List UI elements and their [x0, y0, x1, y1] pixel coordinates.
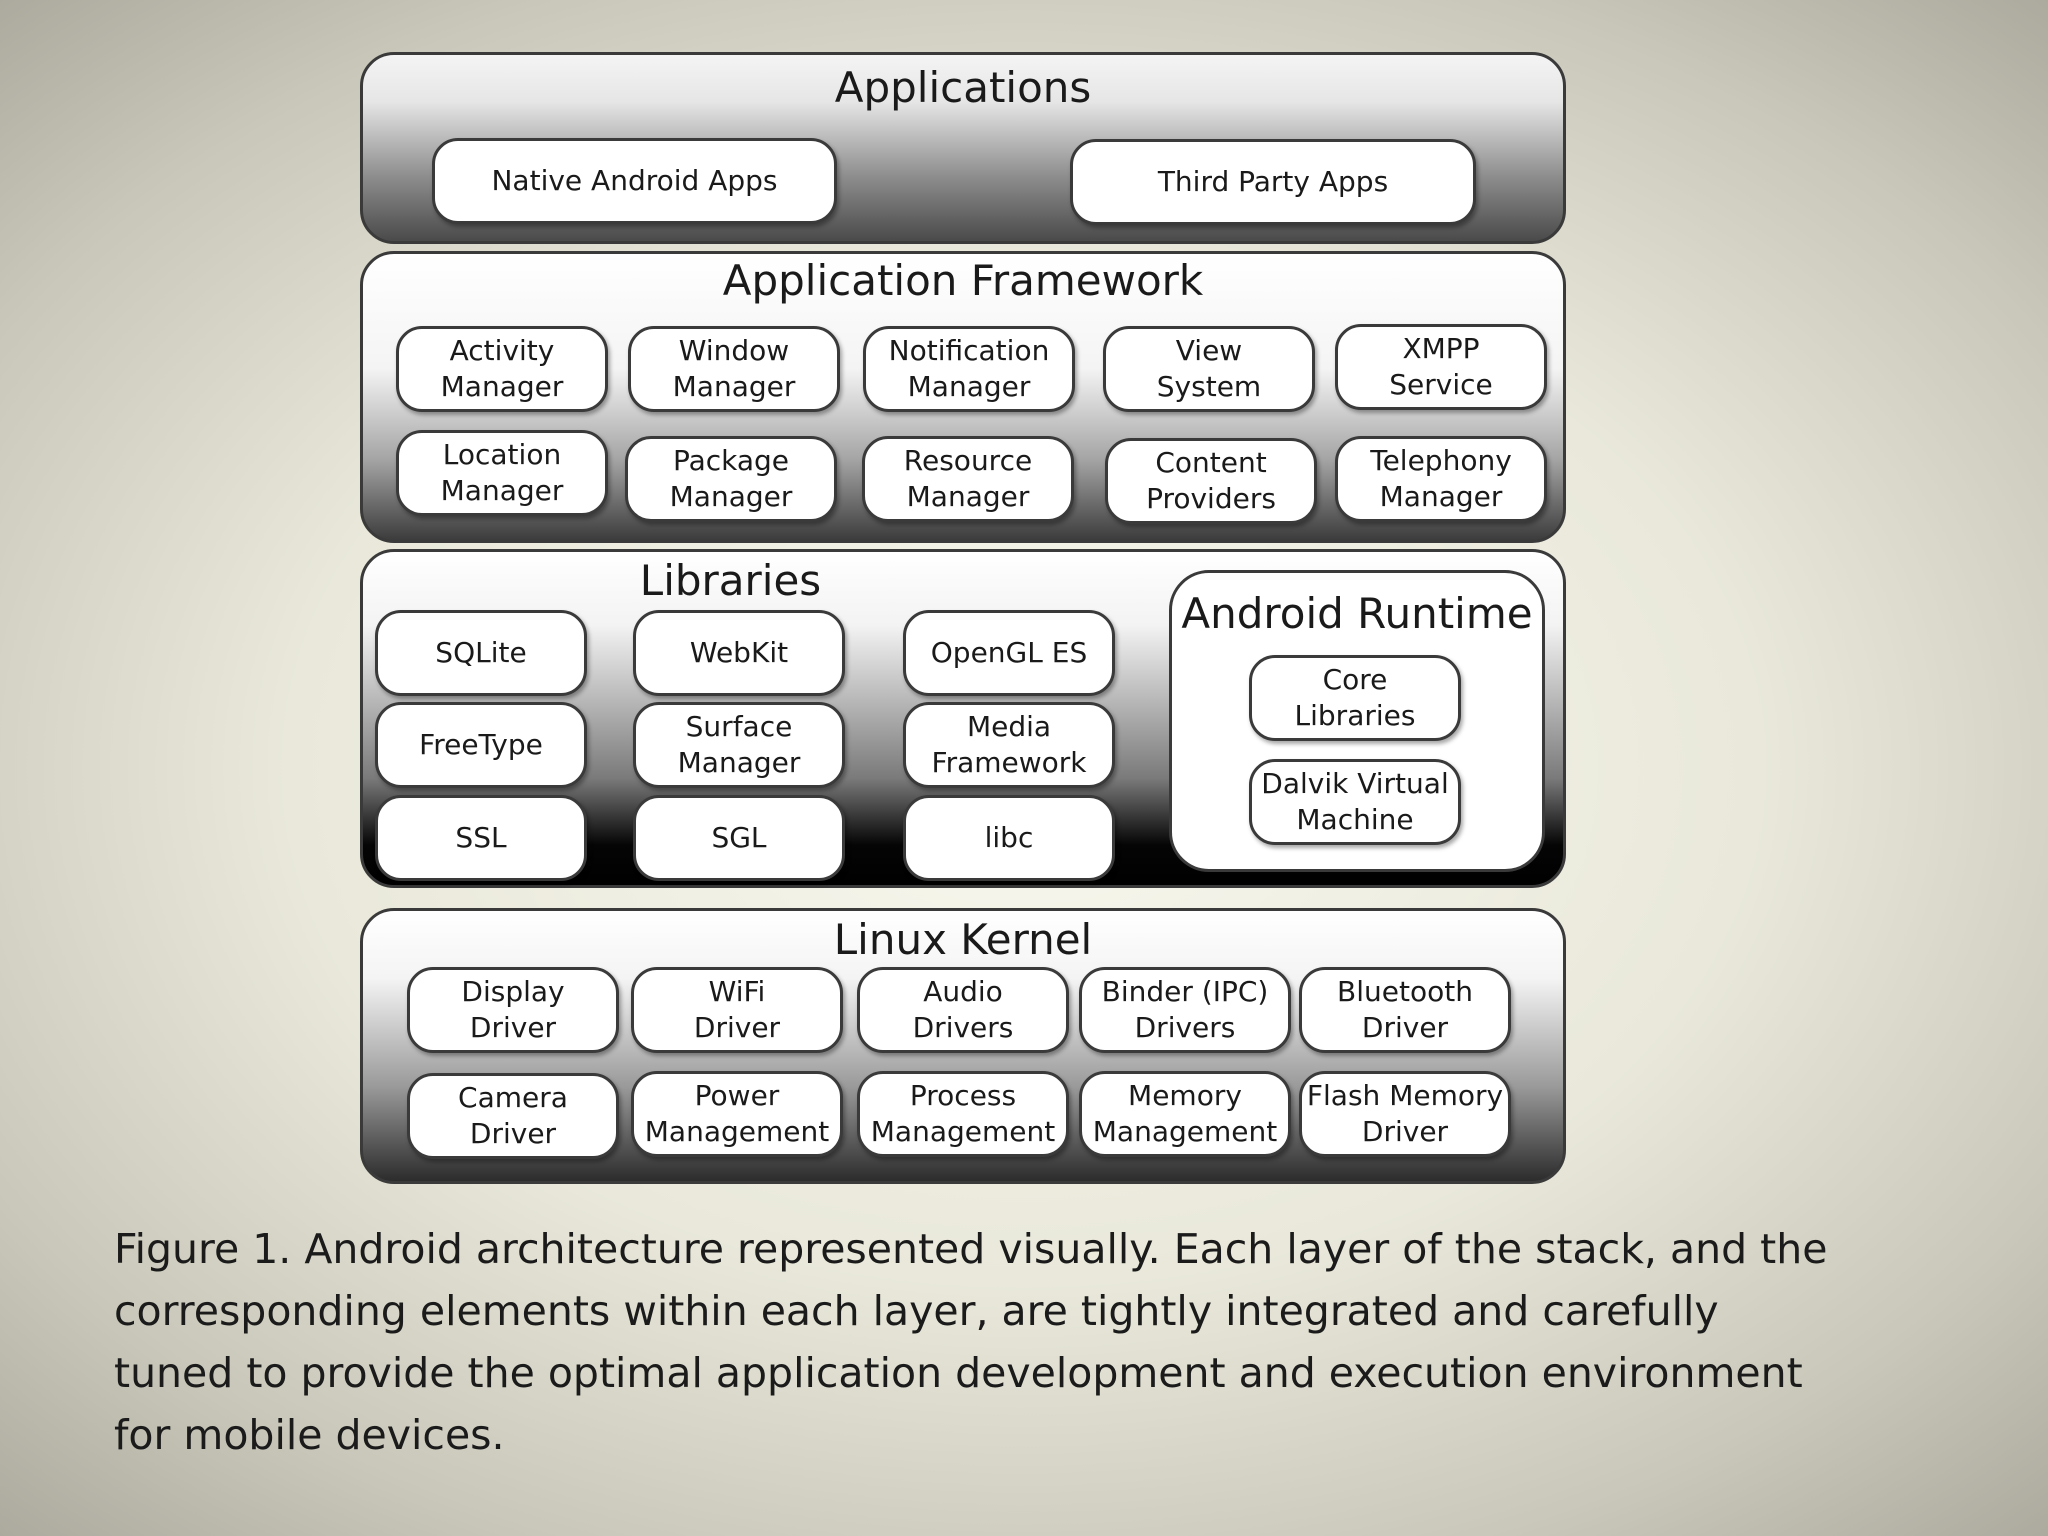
telephony-manager-box: Telephony Manager: [1335, 436, 1547, 522]
freetype-box: FreeType: [375, 702, 587, 788]
native-android-apps-box: Native Android Apps: [432, 138, 837, 224]
dalvik-virtual-machine-box: Dalvik Virtual Machine: [1249, 759, 1461, 845]
activity-manager-box: Activity Manager: [396, 326, 608, 412]
content-providers-box: Content Providers: [1105, 438, 1317, 524]
libc-box: libc: [903, 795, 1115, 881]
libraries-title: Libraries: [639, 556, 822, 605]
application-framework-title: Application Framework: [722, 256, 1204, 305]
resource-manager-box: Resource Manager: [862, 436, 1074, 522]
libraries-layer: Libraries SQLite WebKit OpenGL ES FreeTy…: [360, 549, 1566, 888]
camera-driver-box: Camera Driver: [407, 1073, 619, 1159]
opengl-es-box: OpenGL ES: [903, 610, 1115, 696]
binder-ipc-drivers-box: Binder (IPC) Drivers: [1079, 967, 1291, 1053]
android-runtime-panel: Android Runtime Core Libraries Dalvik Vi…: [1169, 570, 1545, 872]
view-system-box: View System: [1103, 326, 1315, 412]
power-management-box: Power Management: [631, 1071, 843, 1157]
package-manager-box: Package Manager: [625, 436, 837, 522]
ssl-box: SSL: [375, 795, 587, 881]
audio-drivers-box: Audio Drivers: [857, 967, 1069, 1053]
notification-manager-box: Notification Manager: [863, 326, 1075, 412]
third-party-apps-box: Third Party Apps: [1070, 139, 1476, 225]
core-libraries-box: Core Libraries: [1249, 655, 1461, 741]
sqlite-box: SQLite: [375, 610, 587, 696]
applications-layer: Applications Native Android Apps Third P…: [360, 52, 1566, 244]
media-framework-box: Media Framework: [903, 702, 1115, 788]
xmpp-service-box: XMPP Service: [1335, 324, 1547, 410]
bluetooth-driver-box: Bluetooth Driver: [1299, 967, 1511, 1053]
android-runtime-title: Android Runtime: [1181, 589, 1533, 638]
applications-title: Applications: [834, 63, 1092, 112]
figure-caption: Figure 1. Android architecture represent…: [114, 1225, 1828, 1459]
wifi-driver-box: WiFi Driver: [631, 967, 843, 1053]
sgl-box: SGL: [633, 795, 845, 881]
linux-kernel-layer: Linux Kernel Display Driver WiFi Driver …: [360, 908, 1566, 1184]
process-management-box: Process Management: [857, 1071, 1069, 1157]
window-manager-box: Window Manager: [628, 326, 840, 412]
display-driver-box: Display Driver: [407, 967, 619, 1053]
location-manager-box: Location Manager: [396, 430, 608, 516]
linux-kernel-title: Linux Kernel: [833, 915, 1093, 964]
surface-manager-box: Surface Manager: [633, 702, 845, 788]
flash-memory-driver-box: Flash Memory Driver: [1299, 1071, 1511, 1157]
memory-management-box: Memory Management: [1079, 1071, 1291, 1157]
webkit-box: WebKit: [633, 610, 845, 696]
application-framework-layer: Application Framework Activity Manager W…: [360, 251, 1566, 543]
